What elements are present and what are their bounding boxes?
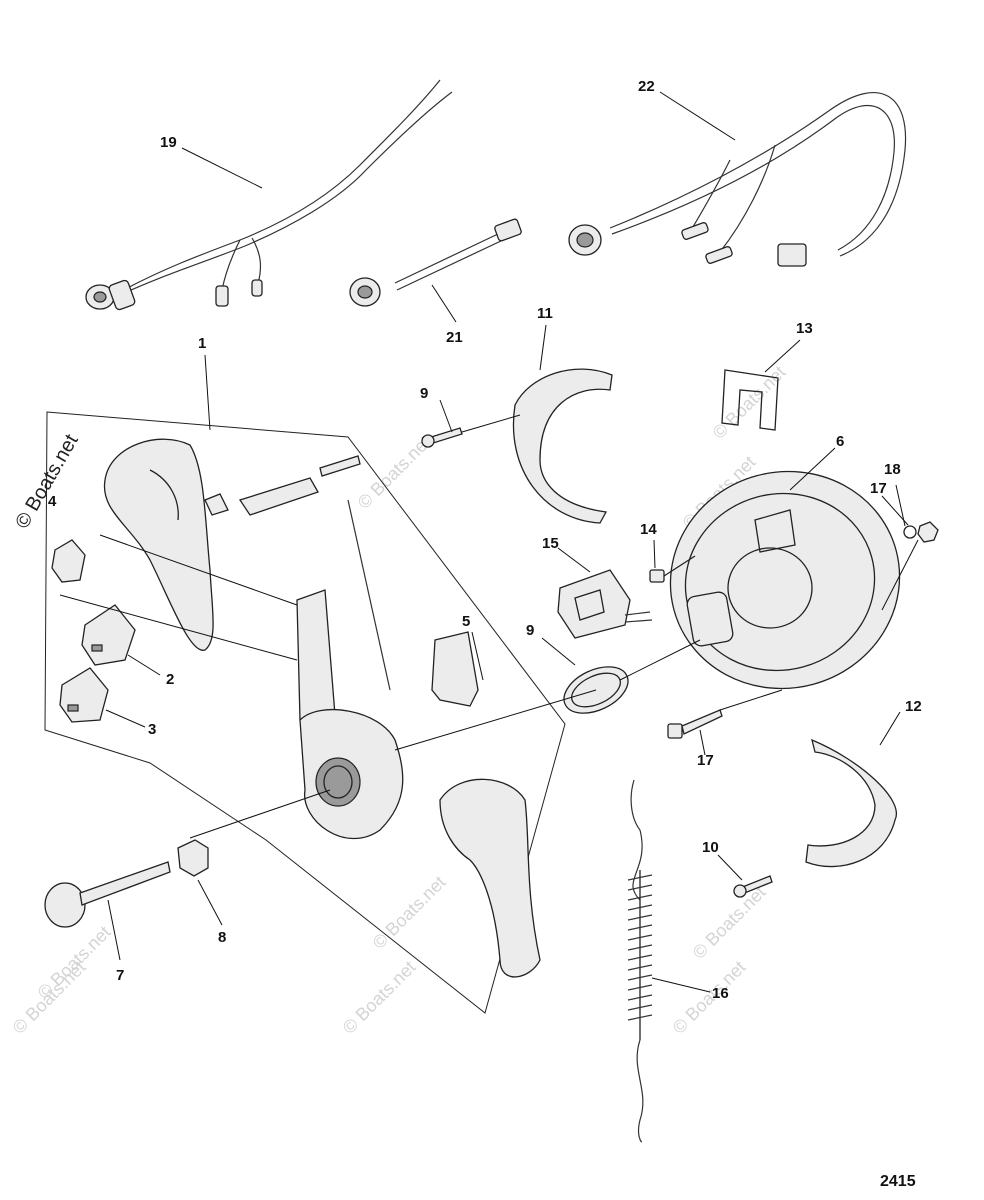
- callout-2: 2: [166, 671, 174, 688]
- harness-terminal: [251, 279, 263, 297]
- spring: [319, 455, 361, 477]
- part-13-clip: [721, 369, 779, 431]
- part-8-nut: [177, 839, 209, 877]
- part-17-bolt: [667, 709, 723, 739]
- callout-12: 12: [905, 698, 922, 715]
- part-4-block: [51, 539, 86, 583]
- part-6-housing: [669, 470, 901, 690]
- harness-plug: [777, 243, 807, 267]
- watermark: © Boats.net: [34, 922, 115, 1003]
- callout-labels: 19 22 21 11 13 6 1 9 15 14 18 17 12 17 1…: [48, 78, 922, 1002]
- part-20-lead: [349, 218, 522, 307]
- callout-20: 21: [446, 329, 463, 346]
- callout-18: 17: [870, 480, 887, 497]
- watermark: © Boats.net: [369, 872, 450, 953]
- callout-leaders: [105, 91, 909, 993]
- callout-3: 3: [148, 721, 156, 738]
- callout-1: 1: [198, 335, 206, 352]
- callout-19: 18: [884, 461, 901, 478]
- callout-11: 11: [537, 305, 553, 322]
- part-9-screw: [421, 427, 463, 448]
- part-1-handle: [103, 438, 541, 978]
- part-5-bracket: [431, 631, 479, 707]
- callout-9-upper: 9: [420, 385, 428, 402]
- trigger-lever: [238, 477, 319, 516]
- bushing: [204, 493, 229, 516]
- part-7-pin: [44, 861, 171, 928]
- pull-rod: [347, 499, 391, 691]
- handle-grip: [439, 778, 541, 978]
- part-18-washer: [903, 525, 917, 539]
- part-22-harness: [568, 92, 907, 267]
- callout-15: 15: [542, 535, 559, 552]
- watermark: © Boats.net: [339, 957, 420, 1038]
- callout-4: 4: [48, 493, 57, 510]
- part-3-switch: [59, 667, 109, 723]
- callout-16: 16: [712, 985, 729, 1002]
- watermark: © Boats.net: [669, 957, 750, 1038]
- part-16-lanyard: [627, 779, 653, 1143]
- part-21-harness: [85, 79, 453, 311]
- callout-21: 19: [160, 134, 177, 151]
- part-19-nut: [917, 521, 939, 543]
- part-12-cover: [805, 738, 898, 868]
- exploded-view-lines: [59, 414, 919, 839]
- callout-10: 10: [702, 839, 719, 856]
- callout-5: 5: [462, 613, 470, 630]
- callout-17: 17: [697, 752, 714, 769]
- assembly-outline: [44, 411, 566, 1014]
- callout-14: 14: [640, 521, 657, 538]
- callout-22: 22: [638, 78, 655, 95]
- watermark: © Boats.net: [689, 882, 770, 963]
- part-10-screw: [733, 875, 773, 898]
- part-14-bolt: [649, 555, 696, 583]
- diagram-number: 2415: [880, 1173, 916, 1190]
- part-2-switch: [81, 604, 136, 666]
- callout-6: 6: [836, 433, 844, 450]
- callout-8: 8: [218, 929, 226, 946]
- harness-terminal: [215, 285, 229, 307]
- callout-13: 13: [796, 320, 813, 337]
- part-11-cover: [512, 368, 613, 524]
- callout-9-lower: 9: [526, 622, 534, 639]
- part-15-switch: [557, 569, 653, 639]
- callout-7: 7: [116, 967, 124, 984]
